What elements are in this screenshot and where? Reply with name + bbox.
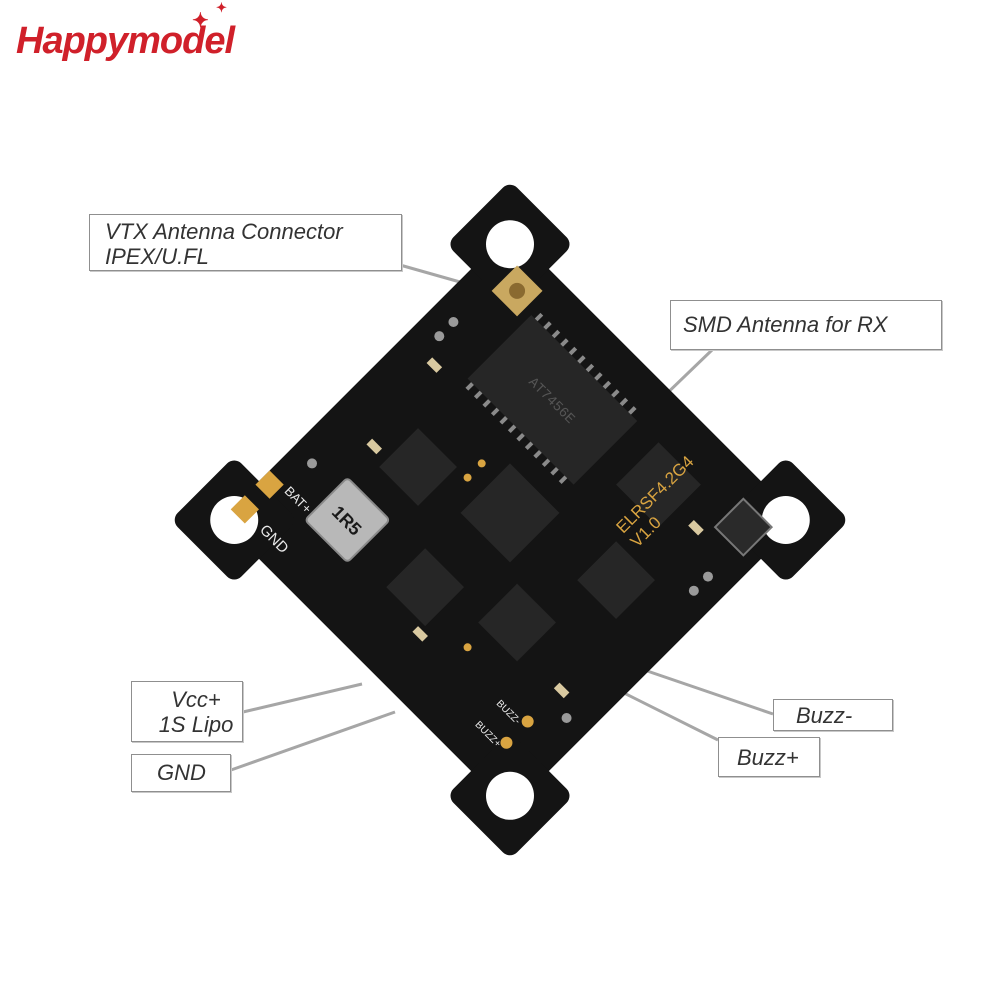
callout-text: VTX Antenna Connector	[105, 219, 343, 244]
callout-text: Vcc+	[171, 687, 221, 712]
smd-antenna-callout: SMD Antenna for RX	[670, 300, 942, 350]
sparkle-icon: ✦	[216, 0, 227, 15]
osd-chip	[467, 314, 638, 485]
buzz-minus-callout: Buzz-	[773, 699, 893, 731]
mcu-chip	[460, 463, 560, 563]
callout-text: SMD Antenna for RX	[683, 312, 888, 337]
callout-text: GND	[157, 760, 206, 785]
happymodel-logo: Happymodel ✦ ✦	[16, 0, 235, 63]
inductor	[305, 478, 390, 562]
callout-text: Buzz+	[737, 745, 799, 770]
vtx-antenna-callout: VTX Antenna Connector IPEX/U.FL	[89, 214, 402, 271]
sparkle-icon: ✦	[192, 10, 209, 32]
gnd-pad	[230, 495, 259, 524]
logo-text: Happymodel	[16, 20, 235, 62]
buzz-plus-callout: Buzz+	[718, 737, 820, 777]
gnd-callout: GND	[131, 754, 231, 792]
callout-text: Buzz-	[796, 703, 853, 728]
vcc-callout: Vcc+ 1S Lipo	[131, 681, 243, 742]
vcc-pad	[255, 470, 284, 499]
callout-text: IPEX/U.FL	[105, 244, 209, 269]
callout-text: 1S Lipo	[158, 712, 234, 737]
smd-antenna	[713, 497, 774, 557]
pcb: AT7456E 1R5 ELRSF4.2G4 V1.0 BAT+ GN	[174, 184, 846, 856]
